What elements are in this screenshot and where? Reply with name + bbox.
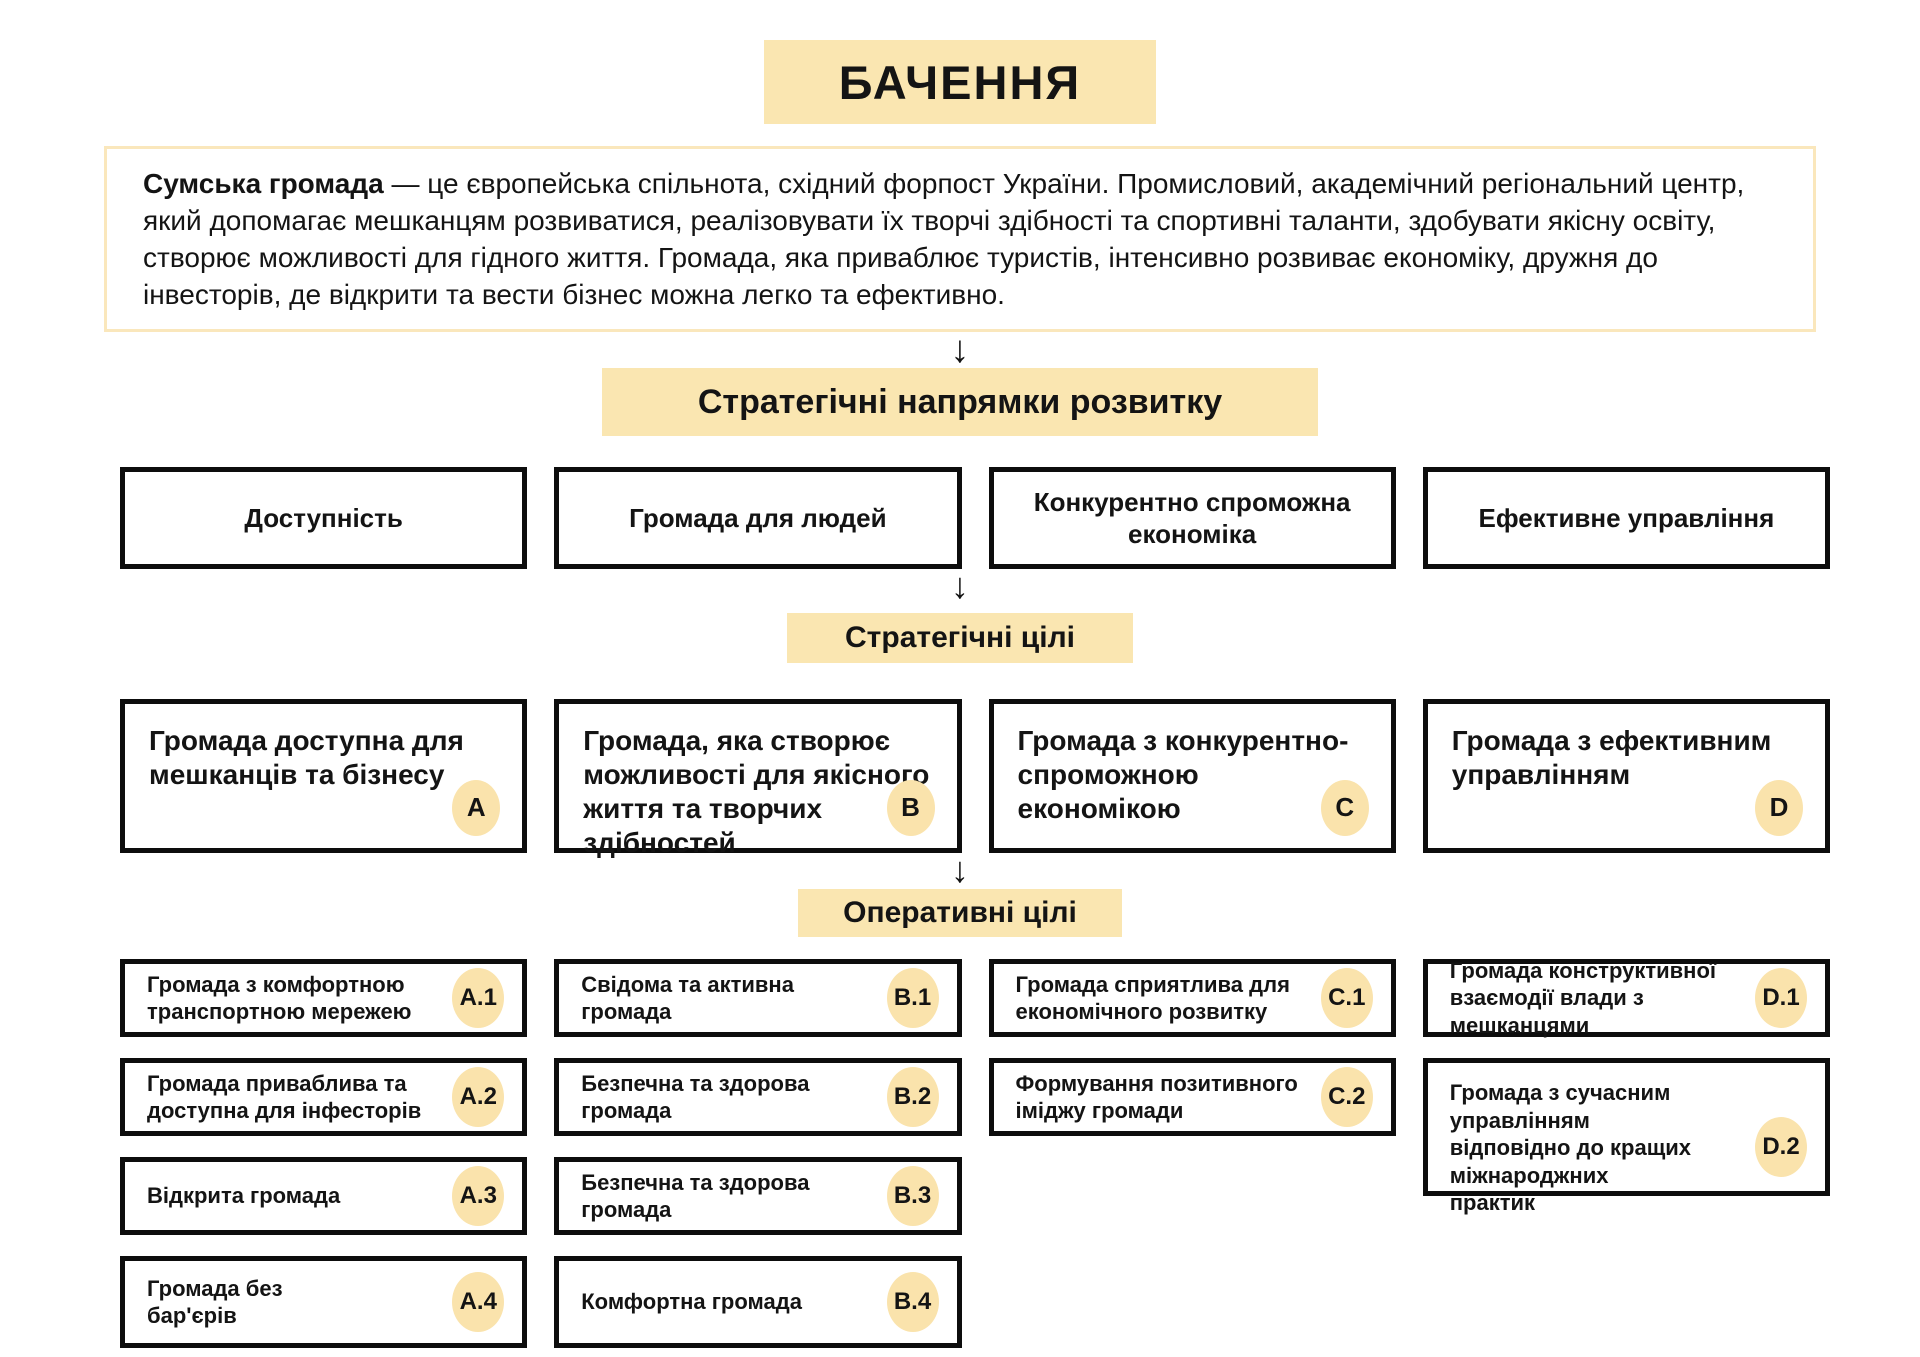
goal-badge-b3: B.3 — [886, 1166, 939, 1226]
operational-goal-label: Формування позитивного іміджу громади — [1015, 1070, 1298, 1124]
operational-goal-label: Безпечна та здорова громада — [581, 1070, 810, 1124]
goal-badge-c2: C.2 — [1320, 1067, 1373, 1127]
directions-row: Доступність Громада для людей Конкурентн… — [120, 467, 1830, 569]
goal-badge-b4: B.4 — [886, 1272, 939, 1332]
operational-goal-label: Безпечна та здорова громада — [581, 1169, 810, 1223]
strategic-goal-label: Громада з ефективним управлінням — [1451, 725, 1772, 791]
operational-goal-box-a3: Відкрита громада A.3 — [120, 1157, 528, 1235]
section-title-strategic-goals: Стратегічні цілі — [787, 613, 1133, 663]
goal-badge-a4: A.4 — [452, 1272, 505, 1332]
operational-column-d: Громада конструктивної взаємодії влади з… — [1422, 957, 1830, 1215]
goal-badge-a: A — [452, 780, 501, 836]
goal-badge-d1: D.1 — [1755, 968, 1807, 1028]
goal-badge-a1: A.1 — [452, 968, 505, 1028]
operational-goal-label: Громада конструктивної взаємодії влади з… — [1449, 957, 1717, 1038]
direction-box-accessibility: Доступність — [120, 467, 528, 569]
operational-goal-box-b2: Безпечна та здорова громада B.2 — [554, 1058, 962, 1136]
section-title-operational-goals: Оперативні цілі — [798, 889, 1122, 937]
goal-badge-d: D — [1755, 780, 1803, 836]
goal-badge-b: B — [886, 780, 935, 836]
goal-badge-b1: B.1 — [886, 968, 939, 1028]
direction-box-effective-governance: Ефективне управління — [1422, 467, 1830, 569]
operational-goal-box-c1: Громада сприятлива для економічного розв… — [988, 959, 1396, 1037]
operational-goal-label: Комфортна громада — [581, 1289, 802, 1315]
vision-statement-box: Сумська громада — це європейська спільно… — [104, 146, 1816, 332]
strategy-diagram: БАЧЕННЯ Сумська громада — це європейська… — [0, 40, 1920, 1357]
strategic-goal-label: Громада доступна для мешканців та бізнес… — [149, 725, 464, 791]
operational-goal-label: Громада приваблива та доступна для інфес… — [147, 1070, 422, 1124]
goal-badge-c1: C.1 — [1320, 968, 1373, 1028]
operational-goal-label: Громада без бар'єрів — [147, 1275, 283, 1329]
operational-goal-box-a1: Громада з комфортною транспортною мереже… — [120, 959, 528, 1037]
operational-goal-label: Громада сприятлива для економічного розв… — [1015, 971, 1290, 1025]
operational-goal-box-d2: Громада з сучасним управлінням відповідн… — [1422, 1058, 1830, 1215]
operational-goals-grid: Громада з комфортною транспортною мереже… — [120, 957, 1830, 1348]
goal-badge-a3: A.3 — [452, 1166, 505, 1226]
vision-lead: Сумська громада — [143, 168, 384, 199]
vision-body: — це європейська спільнота, східний форп… — [143, 168, 1745, 310]
operational-goal-box-b3: Безпечна та здорова громада B.3 — [554, 1157, 962, 1235]
operational-goal-box-b4: Комфортна громада B.4 — [554, 1256, 962, 1348]
arrow-down-icon: ↓ — [950, 329, 970, 371]
section-title-directions: Стратегічні напрямки розвитку — [602, 368, 1318, 436]
goal-badge-b2: B.2 — [886, 1067, 939, 1127]
arrow-down-icon: ↓ — [951, 849, 969, 890]
arrow-down-icon: ↓ — [951, 565, 969, 606]
operational-column-a: Громада з комфортною транспортною мереже… — [120, 959, 528, 1348]
operational-goal-label: Свідома та активна громада — [581, 971, 794, 1025]
strategic-goal-label: Громада, яка створює можливості для якіс… — [583, 725, 930, 859]
strategic-goals-row: Громада доступна для мешканців та бізнес… — [120, 699, 1830, 858]
operational-column-b: Свідома та активна громада B.1 Безпечна … — [554, 959, 962, 1348]
operational-goal-label: Громада з сучасним управлінням відповідн… — [1449, 1080, 1692, 1215]
operational-goal-label: Громада з комфортною транспортною мереже… — [147, 971, 412, 1025]
operational-goal-box-b1: Свідома та активна громада B.1 — [554, 959, 962, 1037]
operational-goal-box-a4: Громада без бар'єрів A.4 — [120, 1256, 528, 1348]
operational-column-c: Громада сприятлива для економічного розв… — [988, 959, 1396, 1136]
goal-badge-c: C — [1320, 780, 1369, 836]
direction-box-community-for-people: Громада для людей — [554, 467, 962, 569]
page-title: БАЧЕННЯ — [764, 40, 1156, 124]
strategic-goal-label: Громада з конкурентно-спроможною економі… — [1017, 725, 1349, 825]
goal-badge-d2: D.2 — [1755, 1117, 1807, 1177]
operational-goal-box-a2: Громада приваблива та доступна для інфес… — [120, 1058, 528, 1136]
strategic-goal-box-a: Громада доступна для мешканців та бізнес… — [120, 699, 528, 853]
strategic-goal-box-b: Громада, яка створює можливості для якіс… — [554, 699, 962, 858]
operational-goal-box-d1: Громада конструктивної взаємодії влади з… — [1422, 957, 1830, 1038]
strategic-goal-box-d: Громада з ефективним управлінням D — [1422, 699, 1830, 853]
goal-badge-a2: A.2 — [452, 1067, 505, 1127]
operational-goal-label: Відкрита громада — [147, 1183, 341, 1209]
strategic-goal-box-c: Громада з конкурентно-спроможною економі… — [988, 699, 1396, 853]
direction-box-competitive-economy: Конкурентно спроможна економіка — [988, 467, 1396, 569]
vision-statement-text: Сумська громада — це європейська спільно… — [143, 165, 1777, 313]
operational-goal-box-c2: Формування позитивного іміджу громади C.… — [988, 1058, 1396, 1136]
